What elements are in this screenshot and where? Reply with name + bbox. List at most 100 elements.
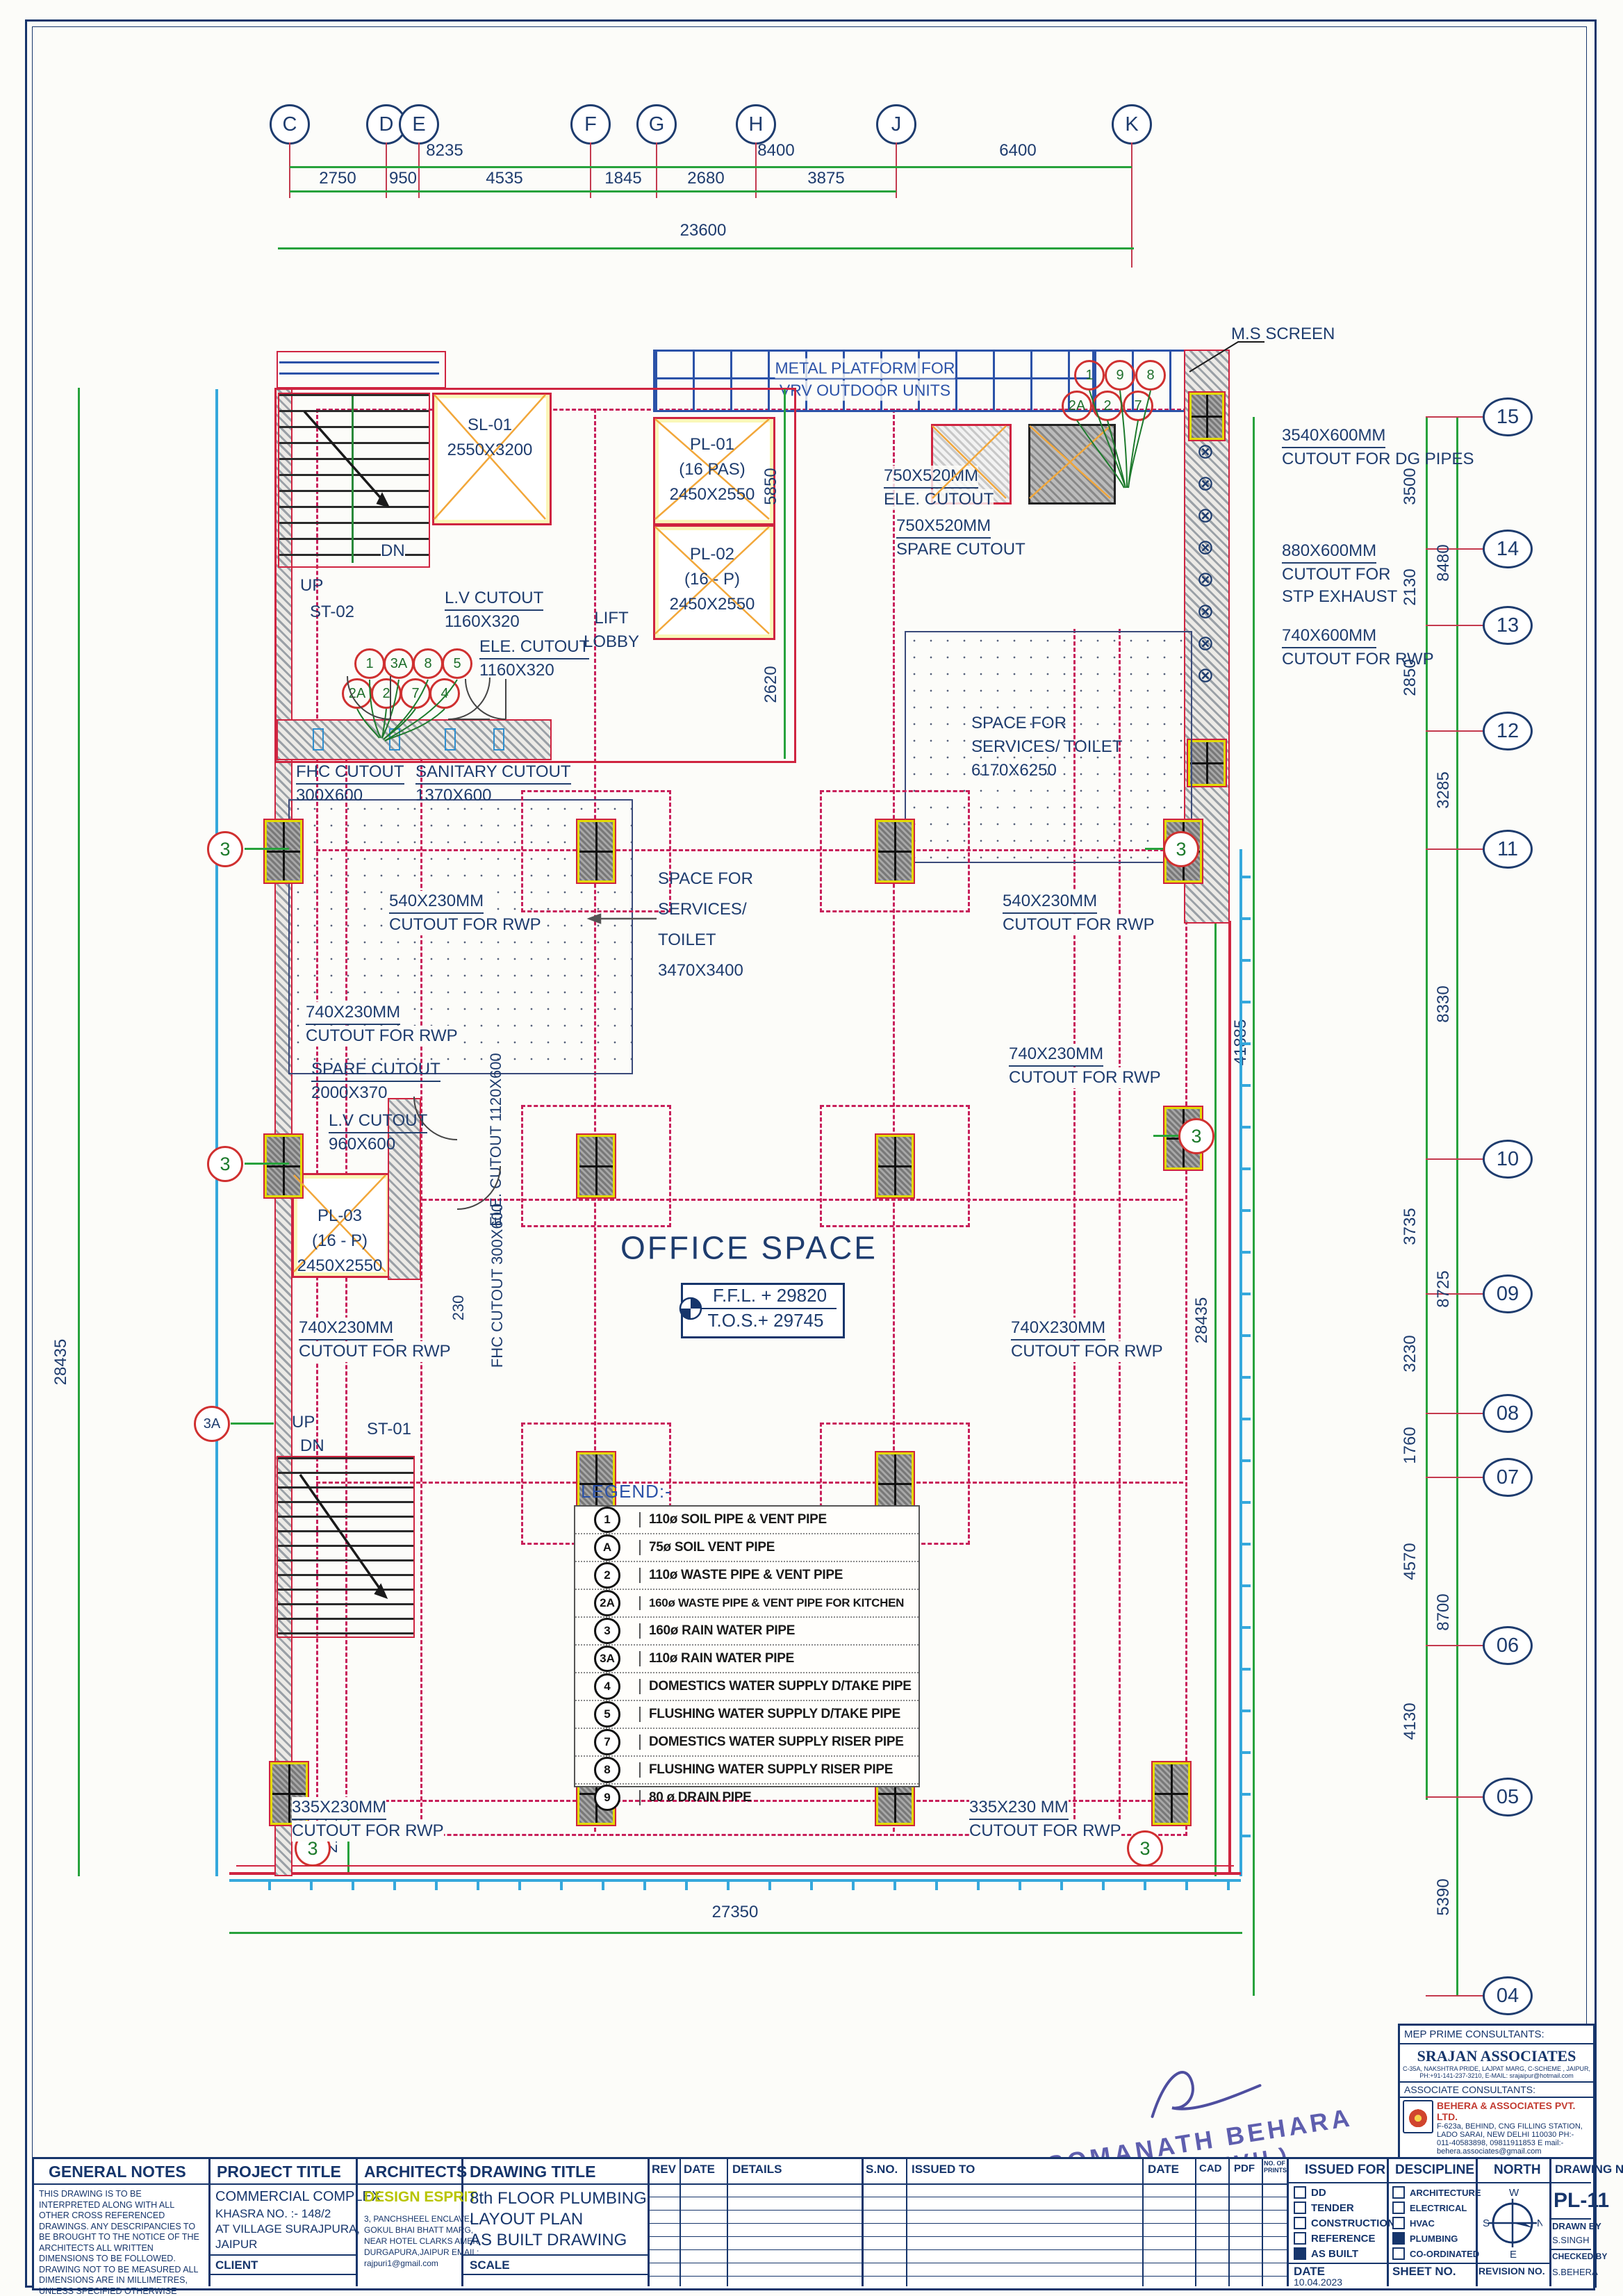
label-740-lr-2: CUTOUT FOR RWP (1011, 1341, 1163, 1362)
legend-symbol: 2A (575, 1590, 639, 1616)
dash-grid-v (345, 759, 347, 1832)
legend-symbol: A (575, 1534, 639, 1561)
grid-tick (1426, 416, 1484, 418)
column (876, 1452, 914, 1515)
checkbox-icon (1294, 2201, 1306, 2214)
legend-desc: FLUSHING WATER SUPPLY D/TAKE PIPE (639, 1707, 918, 1722)
issued-for-asbuilt: AS BUILT (1294, 2247, 1358, 2260)
dim-41885-line (1253, 417, 1255, 1996)
label-up2: UP (292, 1413, 315, 1432)
dash-grid-h (316, 1482, 1183, 1484)
grid-tick (386, 142, 387, 198)
checkbox-icon (1294, 2217, 1306, 2229)
signature-icon (1151, 2071, 1262, 2118)
dash-grid-v (1119, 629, 1121, 1832)
dim-23600: 23600 (679, 221, 727, 240)
grid-bubble-K: K (1112, 104, 1152, 145)
grid-tick (1426, 1413, 1484, 1414)
legend-desc: 75ø SOIL VENT PIPE (639, 1540, 918, 1555)
core-top-rail (279, 372, 439, 375)
grid-bubble-14: 14 (1483, 530, 1533, 568)
sheet-no-header: SHEET NO. (1392, 2265, 1456, 2278)
architect-addr4: DURGAPURA,JAIPUR EMAIL: (364, 2247, 479, 2257)
pdf-header: PDF (1234, 2163, 1255, 2174)
behera-addr3: 011-40583898, 09811911853 E mail:- (1437, 2139, 1564, 2147)
srajan-addr1: C-35A, NAKSHTRA PRIDE, LAJPAT MARG, C-SC… (1402, 2065, 1591, 2072)
label-pl03: PL-03 (317, 1206, 363, 1225)
label-ffl: F.F.L. + 29820 (712, 1284, 827, 1306)
label-pl03-cap: (16 - P) (311, 1231, 368, 1250)
grid-tick (1426, 1158, 1484, 1160)
legend-symbol: 2 (575, 1562, 639, 1589)
tb-hline (356, 2183, 461, 2185)
wall-right (1228, 921, 1231, 1875)
checkbox-icon (1392, 2217, 1405, 2229)
label-spare2000-size: 2000X370 (311, 1083, 388, 1102)
legend-symbol: 7 (575, 1729, 639, 1755)
tb-rowline (648, 2183, 1287, 2185)
column (1153, 1762, 1190, 1825)
dim-5390: 5390 (1434, 1878, 1453, 1916)
dim-1845: 1845 (604, 169, 642, 188)
project-title-header: PROJECT TITLE (217, 2163, 341, 2181)
ref-3: 3 (1163, 831, 1199, 867)
disc-plumbing: PLUMBING (1392, 2232, 1458, 2245)
drawing-title-line1: 8th FLOOR PLUMBING (470, 2189, 647, 2208)
dim-3230: 3230 (1401, 1335, 1419, 1372)
dim-3875: 3875 (807, 169, 845, 188)
dim-chain-outer (1426, 417, 1428, 1800)
tb-sep (1262, 2157, 1263, 2286)
date-value: 10.04.2023 (1294, 2277, 1343, 2288)
pipe-ref: 1 (1074, 360, 1105, 391)
tb-hline (1387, 2182, 1476, 2183)
grid-tick (1426, 625, 1484, 626)
label-svc-right-1: SPACE FOR (971, 714, 1066, 732)
grid-bubble-J: J (876, 104, 916, 145)
behera-addr4: behera.associates@gmail.com (1437, 2147, 1542, 2156)
legend-desc: 110ø WASTE PIPE & VENT PIPE (639, 1568, 918, 1583)
grid-tick (896, 142, 897, 198)
label-svc-right-2: SERVICES/ TOILET (971, 737, 1123, 756)
issued-for-dd: DD (1294, 2186, 1326, 2199)
revision-no-header: REVISION NO. (1478, 2265, 1545, 2277)
label-svc-left-1: SPACE FOR (658, 869, 753, 888)
label-ele1160: ELE. CUTOUT (479, 637, 590, 659)
approval-stamp: SOMANATH BEHARA BTECH (CIVIL) (1035, 2029, 1411, 2205)
dash-grid-v (594, 409, 596, 1832)
leader (1153, 1135, 1180, 1137)
label-dg-size: 3540X600MM (1282, 425, 1386, 448)
issued-for-tender: TENDER (1294, 2201, 1354, 2214)
svg-text:N: N (1537, 2217, 1542, 2229)
dim-27350-line (229, 1932, 1242, 1934)
grid-tick (755, 142, 757, 198)
grid-bubble-07: 07 (1483, 1458, 1533, 1497)
architect-addr2: GOKUL BHAI BHATT MARG, (364, 2225, 474, 2235)
north-compass-icon: W S N E (1483, 2187, 1542, 2260)
dash-grid-v (420, 759, 422, 1832)
checkbox-icon (1294, 2232, 1306, 2245)
dim-8330: 8330 (1434, 985, 1453, 1023)
dim-8480: 8480 (1434, 544, 1453, 582)
dim-8725: 8725 (1434, 1270, 1453, 1308)
dim-5850-line (784, 389, 786, 759)
core-top-strip (277, 351, 446, 388)
tb-sep (461, 2157, 463, 2286)
grid-tick (590, 142, 591, 198)
legend-symbol: 8 (575, 1757, 639, 1783)
ref-3: 3 (207, 831, 243, 867)
behera-logo-icon (1403, 2100, 1433, 2133)
dim-27350: 27350 (711, 1903, 759, 1921)
drawn-by-header: DRAWN BY (1552, 2221, 1601, 2231)
label-dn: DN (381, 541, 405, 561)
column (265, 1135, 302, 1197)
architects-header: ARCHITECTS (364, 2163, 468, 2181)
tb-sep (727, 2157, 728, 2286)
disc-electrical: ELECTRICAL (1392, 2201, 1467, 2214)
descipline-header: DESCIPLINE (1395, 2163, 1475, 2177)
dash-grid-h (316, 1800, 1183, 1802)
label-lobby: LOBBY (583, 632, 640, 651)
